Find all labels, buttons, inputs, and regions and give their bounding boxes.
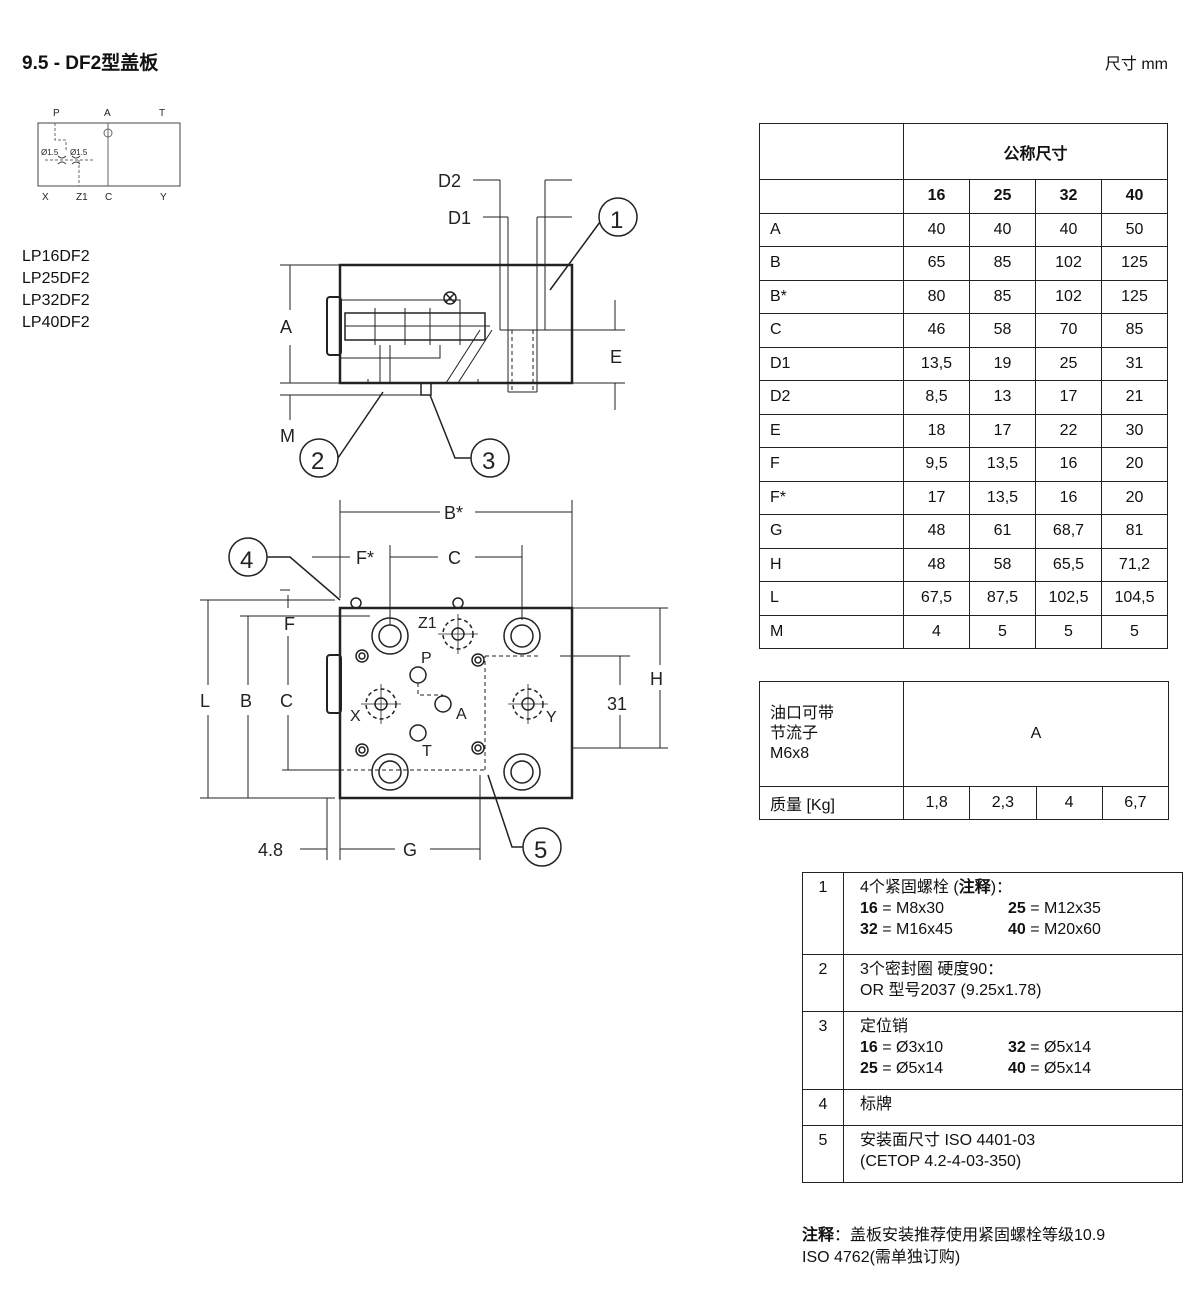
dim-d1: D1: [448, 208, 471, 228]
port-x-label: X: [350, 708, 361, 725]
model-item: LP25DF2: [22, 270, 90, 287]
callout-5: 5: [534, 837, 547, 864]
model-list: LP16DF2 LP25DF2 LP32DF2 LP40DF2: [22, 246, 90, 334]
mass-label: 质量 [Kg]: [759, 786, 904, 820]
callout-1: 1: [610, 207, 623, 234]
dim-e: E: [610, 347, 622, 367]
side-dimensions: D2 D1 A E M: [280, 171, 625, 446]
symbol-port-c: C: [105, 192, 112, 203]
port-p-label: P: [421, 650, 432, 667]
dim-g: G: [403, 840, 417, 860]
dim-f: F: [284, 614, 295, 634]
orifice-label-2: Ø1.5: [70, 148, 88, 157]
symbol-port-t: T: [159, 108, 165, 119]
dim-c-side: C: [280, 691, 293, 711]
table-row: 5 安装面尺寸 ISO 4401-03 (CETOP 4.2-4-03-350): [802, 1125, 1183, 1183]
dim-a: A: [280, 317, 292, 337]
size-32: 32: [1035, 179, 1102, 214]
callout-3: 3: [482, 448, 495, 475]
orifice-mass-table: 油口可带 节流子 M6x8 A 质量 [Kg] 1,8 2,3 4 6,7: [759, 681, 1170, 820]
model-item: LP32DF2: [22, 292, 90, 309]
symbol-port-y: Y: [160, 192, 167, 203]
orifice-value: A: [903, 681, 1169, 787]
size-16: 16: [903, 179, 970, 214]
orifice-label-1: Ø1.5: [41, 148, 59, 157]
dim-d2: D2: [438, 171, 461, 191]
symbol-port-a: A: [104, 108, 111, 119]
orifice-label-line3: M6x8: [770, 745, 810, 762]
port-a-label: A: [456, 706, 467, 723]
symbol-port-p: P: [53, 108, 60, 119]
table-row: 4 标牌: [802, 1089, 1183, 1126]
dim-b: B: [240, 691, 252, 711]
top-view: Z1 P X A Y T: [326, 597, 574, 800]
table-row: 油口可带 节流子 M6x8 A: [759, 681, 1169, 787]
top-dimensions: B* F* C F L B C H 31 4.8 G: [200, 500, 668, 860]
port-y-label: Y: [546, 709, 557, 726]
orifice-label-line1: 油口可带: [770, 705, 835, 722]
dim-c-top: C: [448, 548, 461, 568]
dim-m: M: [280, 426, 295, 446]
callout-2: 2: [311, 448, 324, 475]
units-label: 尺寸 mm: [1104, 56, 1168, 73]
model-item: LP40DF2: [22, 314, 90, 331]
orifice-label-line2: 节流子: [770, 725, 819, 742]
table-row: 质量 [Kg] 1,8 2,3 4 6,7: [759, 786, 1170, 820]
dim-f-star: F*: [356, 548, 374, 568]
dim-4-8: 4.8: [258, 840, 283, 860]
dim-h: H: [650, 669, 663, 689]
dim-l: L: [200, 691, 210, 711]
port-z1-label: Z1: [418, 615, 437, 632]
dim-31: 31: [607, 694, 627, 714]
table-row: 2 3个密封圈 硬度90： OR 型号2037 (9.25x1.78): [802, 954, 1183, 1012]
hydraulic-symbol: P A T X Z1 C Y Ø1.5 Ø1.5: [37, 108, 181, 203]
table-row: 16 25 32 40: [759, 179, 1168, 214]
callout-4: 4: [240, 547, 253, 574]
table-header: 公称尺寸: [903, 123, 1168, 180]
technical-drawing: P A T X Z1 C Y Ø1.5 Ø1.5: [37, 108, 668, 867]
symbol-port-x: X: [42, 192, 49, 203]
side-view: [326, 255, 574, 396]
page-title: 9.5 - DF2型盖板: [22, 53, 159, 74]
port-t-label: T: [422, 743, 432, 760]
callouts: 1 2 3 4 5: [228, 197, 638, 867]
size-40: 40: [1101, 179, 1168, 214]
footer-note: 注释：盖板安装推荐使用紧固螺栓等级10.9 ISO 4762(需单独订购): [802, 1227, 1106, 1266]
symbol-port-z1: Z1: [76, 192, 88, 203]
size-25: 25: [969, 179, 1036, 214]
dim-b-star: B*: [444, 503, 463, 523]
model-item: LP16DF2: [22, 248, 90, 265]
